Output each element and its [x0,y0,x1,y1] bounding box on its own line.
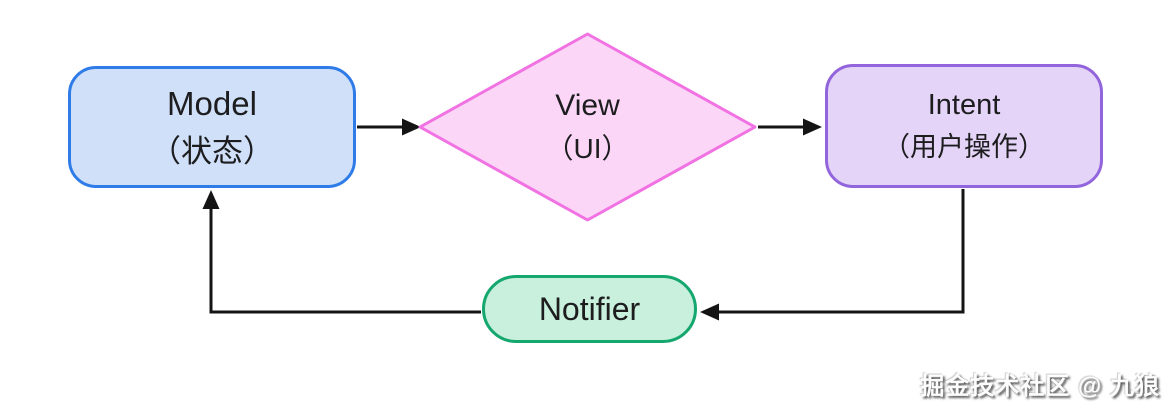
node-intent-title: Intent [927,88,1001,121]
diamond-shape [418,32,757,222]
node-intent-subtitle: （用户操作） [883,132,1045,163]
watermark: 掘金技术社区 @ 九狼 [920,373,1160,400]
arrowhead-model-to-view [402,118,421,136]
node-intent: Intent （用户操作） [825,64,1103,188]
node-notifier: Notifier [482,275,697,343]
arrowhead-view-to-intent [803,118,822,136]
node-notifier-title: Notifier [538,290,641,327]
node-view: View （UI） [417,31,758,223]
node-view-title: View [555,88,620,122]
node-model-subtitle: （状态） [150,133,274,169]
node-model-title: Model [167,84,257,122]
arrowhead-notifier-to-model [202,190,220,209]
arrowhead-intent-to-notifier [700,303,719,321]
edge-notifier-to-model [209,207,481,314]
edge-intent-to-notifier [719,189,965,314]
node-model: Model （状态） [68,66,356,188]
node-view-subtitle: （UI） [545,133,630,165]
